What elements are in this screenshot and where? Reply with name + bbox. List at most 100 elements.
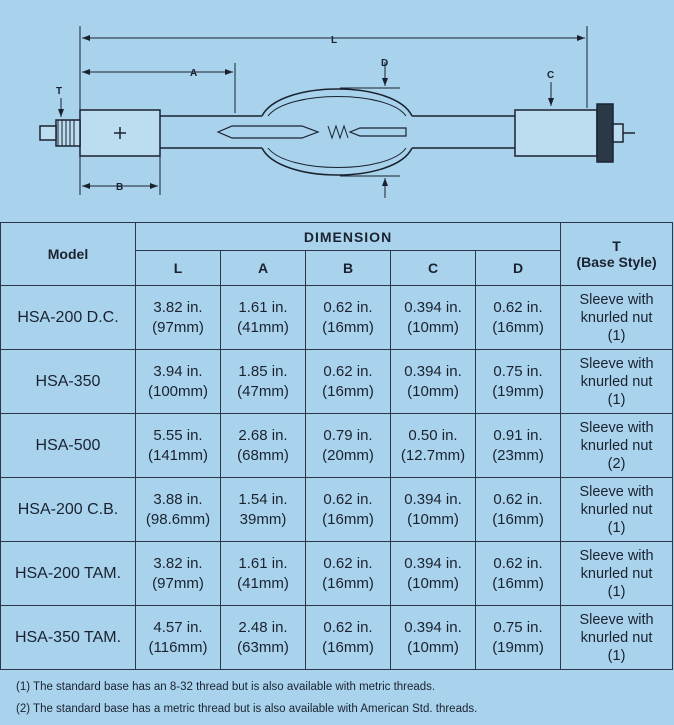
- cell-C: 0.394 in. (10mm): [390, 605, 476, 670]
- dimension-value: (16mm): [322, 638, 374, 656]
- dimension-value: (10mm): [407, 638, 459, 656]
- dimension-value: 0.62 in.: [323, 298, 373, 316]
- dimension-value: (116mm): [148, 638, 208, 656]
- base-style-line: Sleeve with: [579, 419, 654, 436]
- footnotes: (1) The standard base has an 8-32 thread…: [0, 669, 672, 725]
- cell-D: 0.62 in. (16mm): [474, 477, 562, 542]
- dimension-value: (12.7mm): [400, 446, 466, 464]
- base-style-line: (1): [607, 519, 626, 536]
- dimension-value: 0.394 in.: [404, 298, 462, 316]
- header-col-C: C: [390, 250, 476, 286]
- dimension-value: 0.394 in.: [404, 618, 462, 636]
- dimension-value: (97mm): [152, 574, 204, 592]
- dimension-value: (47mm): [237, 382, 289, 400]
- table-row: HSA-200 TAM.3.82 in.(97mm)1.61 in.(41mm)…: [0, 541, 674, 606]
- footnote-2: (2) The standard base has a metric threa…: [16, 703, 478, 715]
- base-style-line: knurled nut: [580, 565, 653, 582]
- cell-C: 0.394 in.(10mm): [390, 349, 476, 414]
- dimension-value: (16mm): [322, 574, 374, 592]
- cell-A: 1.61 in.(41mm): [220, 285, 306, 350]
- dimension-value: (10mm): [407, 574, 459, 592]
- label-A: A: [190, 68, 197, 79]
- base-style-line: Sleeve with: [579, 291, 654, 308]
- dimension-value: 0.62 in.: [323, 554, 373, 572]
- dimension-value: 3.82 in.: [153, 554, 203, 572]
- dimension-value: 39mm): [239, 510, 287, 528]
- label-C: C: [547, 70, 554, 81]
- dimension-value: 0.62 in.: [493, 490, 543, 508]
- dimension-value: 0.62 in.: [323, 618, 373, 636]
- dimension-value: (141mm): [147, 446, 208, 464]
- model-cell: HSA-200 C.B.: [0, 477, 136, 542]
- dimension-value: 1.85 in.: [238, 362, 288, 380]
- dimension-value: 0.394 in.: [404, 554, 462, 572]
- dimension-value: (100mm): [147, 382, 208, 400]
- base-style-line: (1): [607, 647, 626, 664]
- dimension-value: 0.394 in.: [404, 490, 462, 508]
- base-style-line: (1): [607, 583, 626, 600]
- cell-C: 0.50 in.(12.7mm): [390, 413, 476, 478]
- cell-C: 0.394 in. (10mm): [390, 541, 476, 606]
- header-base-style: T (Base Style): [560, 222, 674, 286]
- cell-A: 1.61 in.(41mm): [220, 541, 306, 606]
- table-row: HSA-200 C.B.3.88 in.(98.6mm) 1.54 in. 39mm…: [0, 477, 674, 542]
- dimension-value: (16mm): [492, 318, 544, 336]
- dimension-value: 1.54 in.: [238, 490, 288, 508]
- base-style-line: (1): [607, 327, 626, 344]
- model-cell: HSA-350: [0, 349, 136, 414]
- dimension-value: 3.82 in.: [153, 298, 203, 316]
- dimension-value: (20mm): [322, 446, 374, 464]
- dimension-value: (97mm): [152, 318, 204, 336]
- dimension-value: (41mm): [237, 318, 289, 336]
- dimension-value: 0.91 in.: [493, 426, 543, 444]
- cell-D: 0.62 in.(16mm): [474, 285, 562, 350]
- cell-L: 3.82 in. (97mm): [135, 285, 221, 350]
- cell-A: 1.85 in. (47mm): [220, 349, 306, 414]
- dimension-value: 0.75 in.: [493, 362, 543, 380]
- label-D: D: [381, 58, 388, 69]
- base-style-line: Sleeve with: [579, 547, 654, 564]
- dimension-value: (19mm): [492, 638, 544, 656]
- base-style-line: knurled nut: [580, 629, 653, 646]
- dimension-value: 4.57 in.: [153, 618, 203, 636]
- label-B: B: [116, 182, 123, 193]
- dimension-value: (16mm): [322, 382, 374, 400]
- header-col-A: A: [220, 250, 306, 286]
- cell-D: 0.62 in.(16mm): [474, 541, 562, 606]
- cell-L: 4.57 in. (116mm): [135, 605, 221, 670]
- dimension-value: 0.75 in.: [493, 618, 543, 636]
- cell-D: 0.75 in.(19mm): [474, 349, 562, 414]
- dimension-value: 0.62 in.: [323, 362, 373, 380]
- dimension-value: (16mm): [322, 318, 374, 336]
- header-model: Model: [0, 222, 136, 286]
- dimension-value: (16mm): [492, 510, 544, 528]
- dimension-value: (63mm): [237, 638, 289, 656]
- cell-D: 0.75 in. (19mm): [474, 605, 562, 670]
- base-style-line: Sleeve with: [579, 611, 654, 628]
- header-t-sub: (Base Style): [576, 254, 657, 270]
- base-style-line: Sleeve with: [579, 483, 654, 500]
- base-style-line: (2): [607, 455, 626, 472]
- cell-B: 0.62 in. (16mm): [305, 349, 391, 414]
- header-col-B: B: [305, 250, 391, 286]
- header-col-D: D: [474, 250, 562, 286]
- dimension-value: (68mm): [237, 446, 289, 464]
- cell-L: 3.88 in.(98.6mm): [135, 477, 221, 542]
- dimension-value: 0.62 in.: [323, 490, 373, 508]
- table-row: HSA-200 D.C.3.82 in.(97mm)1.61 in.(41mm)…: [0, 285, 674, 350]
- cell-C: 0.394 in.(10mm): [390, 285, 476, 350]
- cell-B: 0.62 in. (16mm): [305, 285, 391, 350]
- cell-A: 2.48 in. (63mm): [220, 605, 306, 670]
- model-cell: HSA-350 TAM.: [0, 605, 136, 670]
- dimension-value: 2.48 in.: [238, 618, 288, 636]
- footnote-1: (1) The standard base has an 8-32 thread…: [16, 681, 436, 693]
- cell-B: 0.62 in. (16mm): [305, 541, 391, 606]
- cell-A: 2.68 in.(68mm): [220, 413, 306, 478]
- dimension-value: (10mm): [407, 510, 459, 528]
- label-L: L: [331, 35, 337, 46]
